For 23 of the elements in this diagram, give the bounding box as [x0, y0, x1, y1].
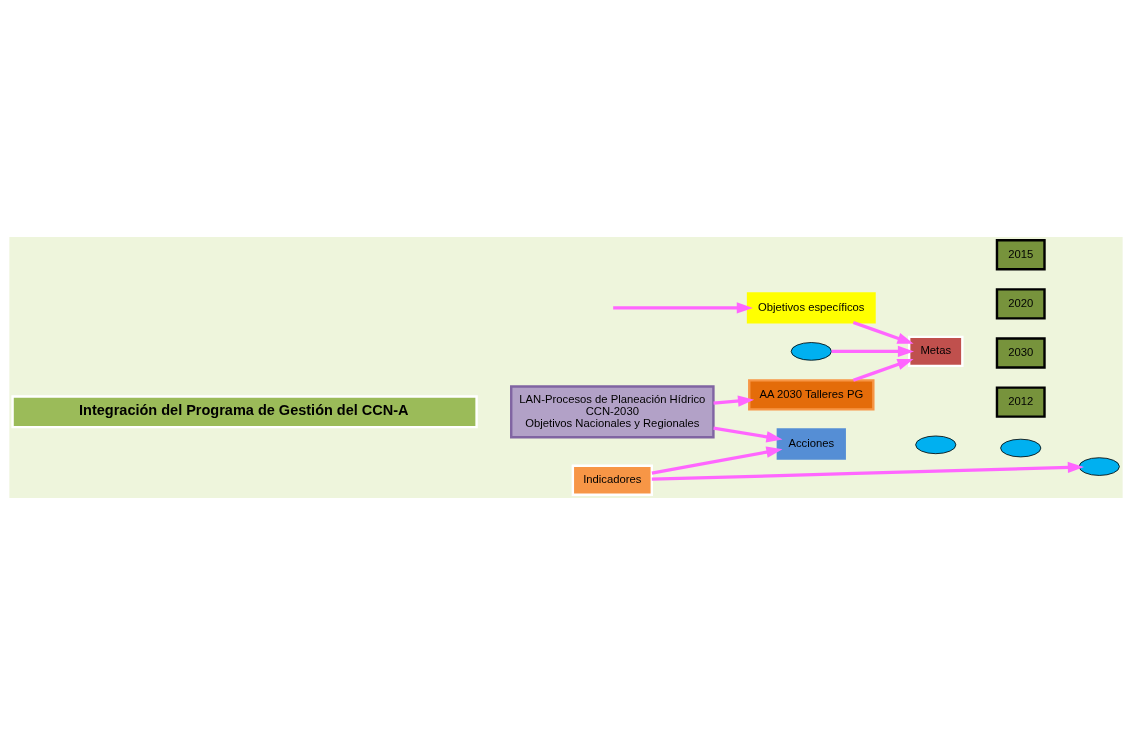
node-box: AA 2030 Talleres PG	[748, 379, 875, 411]
node-box: Acciones	[776, 428, 846, 460]
arrow	[831, 345, 915, 358]
arrow	[713, 395, 755, 407]
node-box: 2012	[995, 386, 1046, 418]
node-box: Integración del Programa de Gestión del CCN-A	[11, 395, 478, 429]
arrow	[713, 426, 783, 443]
arrow	[651, 446, 783, 475]
node-box: 2015	[995, 239, 1046, 271]
arrow	[852, 358, 914, 382]
node-ellipse	[1000, 438, 1042, 458]
node-box: 2030	[995, 337, 1046, 369]
node-ellipse	[915, 435, 957, 455]
node-box: 2020	[995, 288, 1046, 320]
node-box: Indicadores	[571, 464, 653, 496]
arrow	[852, 320, 914, 344]
node-box: Metas	[907, 335, 964, 368]
node-box: Objetivos específicos	[746, 292, 876, 324]
arrow	[613, 302, 753, 314]
node-ellipse	[1078, 457, 1120, 476]
node-ellipse	[790, 342, 832, 361]
node-box: LAN-Procesos de Planeación Hídrico CCN-2030 Objetivos Nacionales y Regionales	[510, 385, 715, 439]
arrow	[651, 461, 1084, 481]
